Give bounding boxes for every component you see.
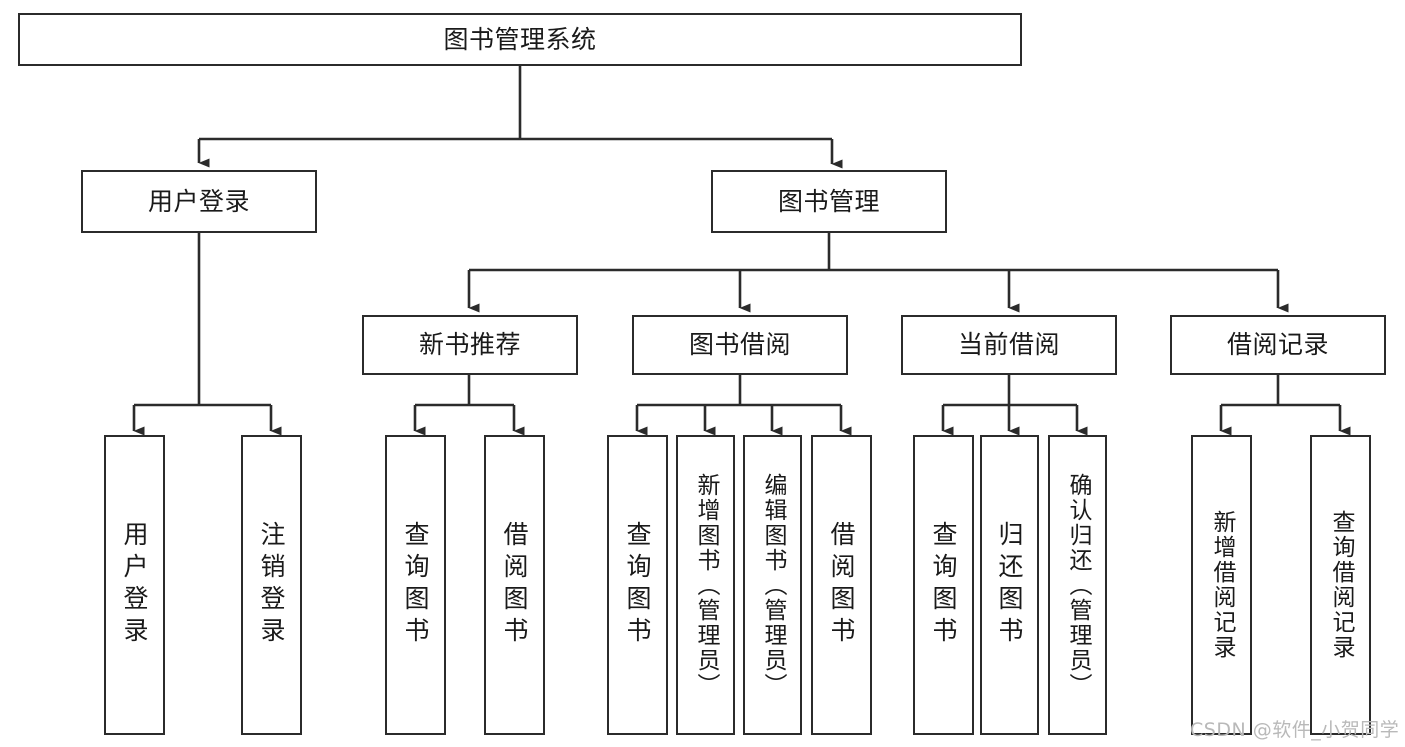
node-leaf-borrow-book-recommend[interactable]: 借阅图书 xyxy=(484,435,545,735)
node-label: 借阅图书 xyxy=(827,521,856,649)
node-borrow-record[interactable]: 借阅记录 xyxy=(1170,315,1386,375)
node-leaf-return-book[interactable]: 归还图书 xyxy=(980,435,1039,735)
node-label: 编辑图书（管理员） xyxy=(760,472,786,698)
node-label: 用户登录 xyxy=(147,186,250,216)
node-label: 确认归还（管理员） xyxy=(1065,472,1091,698)
node-leaf-logout[interactable]: 注销登录 xyxy=(241,435,302,735)
node-label: 新书推荐 xyxy=(418,330,521,359)
node-label: 查询图书 xyxy=(623,521,652,649)
node-label: 图书管理 xyxy=(777,186,880,216)
node-label: 借阅图书 xyxy=(500,521,529,649)
node-new-book-recommend[interactable]: 新书推荐 xyxy=(362,315,578,375)
node-book-management[interactable]: 图书管理 xyxy=(711,170,947,233)
node-leaf-query-book-borrow[interactable]: 查询图书 xyxy=(607,435,668,735)
node-label: 新增借阅记录 xyxy=(1209,510,1235,660)
node-label: 查询图书 xyxy=(401,521,430,649)
node-label: 用户登录 xyxy=(120,521,149,649)
csdn-watermark: CSDN @软件_小贺同学 xyxy=(1190,719,1400,741)
node-leaf-borrow-book[interactable]: 借阅图书 xyxy=(811,435,872,735)
node-label: 注销登录 xyxy=(257,521,286,649)
node-root-book-management-system[interactable]: 图书管理系统 xyxy=(18,13,1022,66)
node-label: 借阅记录 xyxy=(1226,330,1329,359)
node-label: 查询借阅记录 xyxy=(1328,510,1354,660)
node-leaf-edit-book-admin[interactable]: 编辑图书（管理员） xyxy=(743,435,802,735)
node-leaf-query-borrow-record[interactable]: 查询借阅记录 xyxy=(1310,435,1371,735)
node-label: 新增图书（管理员） xyxy=(693,472,719,698)
node-current-borrow[interactable]: 当前借阅 xyxy=(901,315,1117,375)
node-label: 图书管理系统 xyxy=(443,24,597,54)
node-label: 查询图书 xyxy=(929,521,958,649)
node-leaf-query-book-recommend[interactable]: 查询图书 xyxy=(385,435,446,735)
node-label: 图书借阅 xyxy=(688,330,791,359)
node-leaf-confirm-return-admin[interactable]: 确认归还（管理员） xyxy=(1048,435,1107,735)
node-label: 当前借阅 xyxy=(957,330,1060,359)
node-user-login[interactable]: 用户登录 xyxy=(81,170,317,233)
node-leaf-add-book-admin[interactable]: 新增图书（管理员） xyxy=(676,435,735,735)
node-leaf-query-book-current[interactable]: 查询图书 xyxy=(913,435,974,735)
node-leaf-add-borrow-record[interactable]: 新增借阅记录 xyxy=(1191,435,1252,735)
node-leaf-user-login[interactable]: 用户登录 xyxy=(104,435,165,735)
node-label: 归还图书 xyxy=(995,521,1024,649)
node-book-borrow[interactable]: 图书借阅 xyxy=(632,315,848,375)
